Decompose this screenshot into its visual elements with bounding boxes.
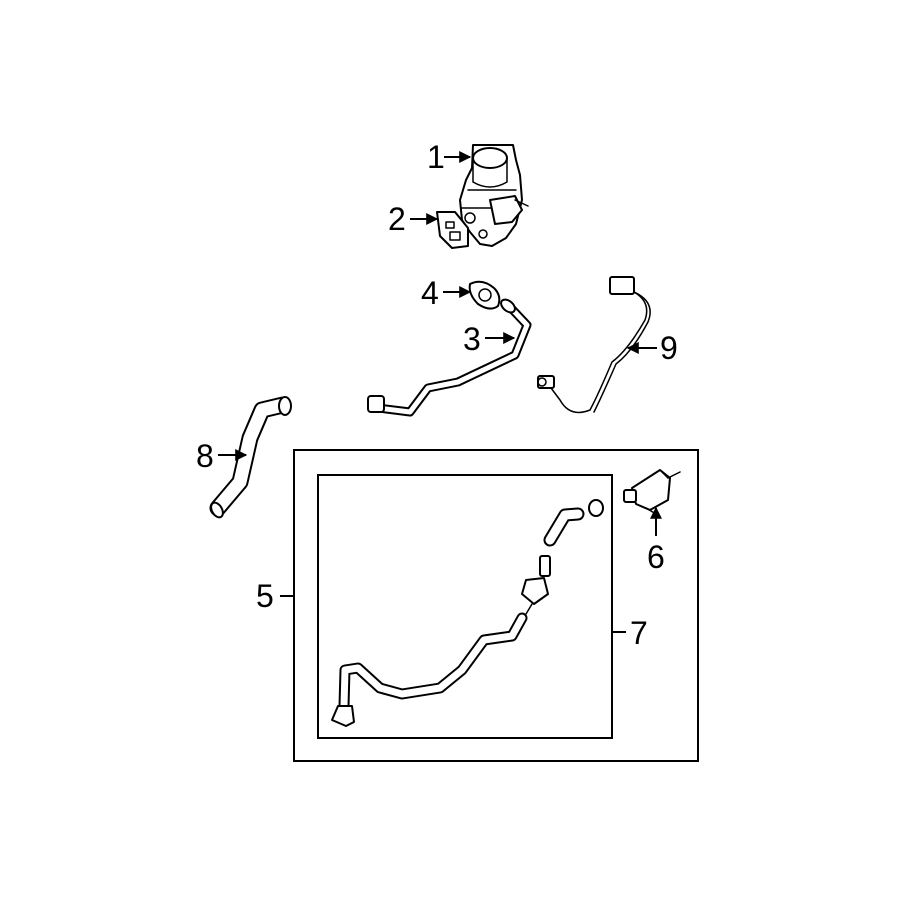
oxygen-sensor-part [537, 276, 651, 414]
callout-6: 6 [647, 539, 665, 575]
callout-8: 8 [196, 438, 214, 474]
kit-frame-outer [293, 449, 699, 762]
callout-9: 9 [660, 330, 678, 366]
egr-valve-gasket-part [436, 211, 469, 249]
callout-1: 1 [427, 139, 445, 175]
callout-4: 4 [421, 275, 439, 311]
callout-7: 7 [630, 615, 648, 651]
solenoid-valve-part [623, 469, 681, 515]
tube-gasket-part [468, 280, 501, 310]
vacuum-line-part [331, 499, 604, 727]
egr-tube-part [367, 298, 532, 417]
callout-3: 3 [463, 321, 481, 357]
callout-2: 2 [388, 201, 406, 237]
egr-valve-part [459, 144, 529, 247]
hose-part [209, 396, 292, 519]
hose-assembly-frame-inner [317, 474, 613, 739]
callout-5: 5 [256, 578, 274, 614]
